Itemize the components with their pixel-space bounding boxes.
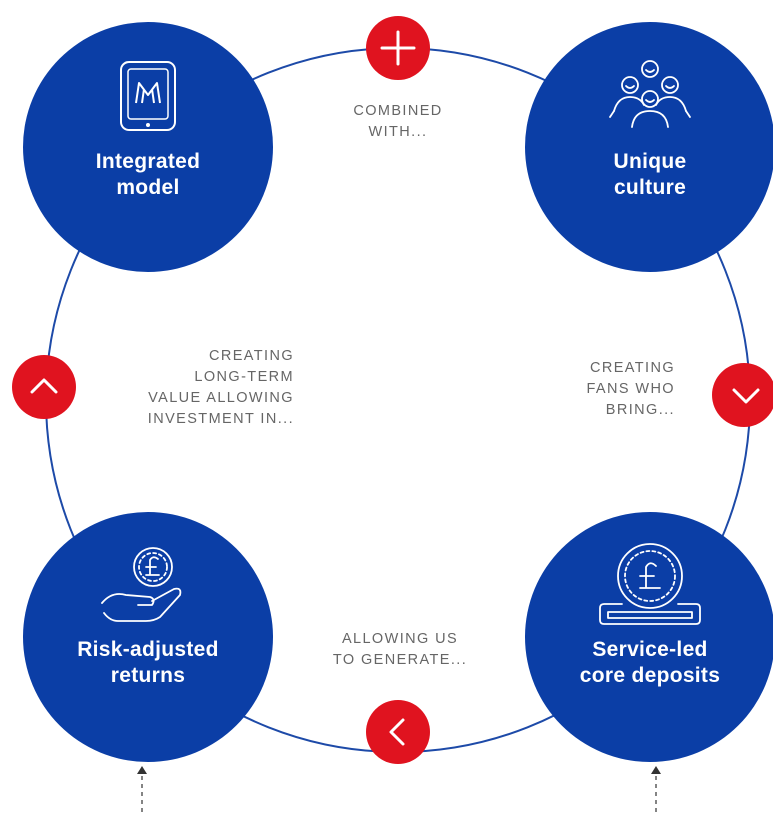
caption-combined-with: COMBINED WITH... bbox=[353, 103, 443, 140]
node-integrated-model: Integrated model bbox=[23, 22, 273, 272]
arrow-up-right-icon bbox=[651, 766, 661, 816]
node-title: Risk-adjusted returns bbox=[77, 638, 219, 687]
tablet-logo-icon bbox=[120, 61, 176, 131]
node-title: Unique culture bbox=[613, 150, 687, 199]
caption-creating-long-term: CREATING LONG-TERM VALUE ALLOWING INVEST… bbox=[147, 348, 294, 427]
node-title: Integrated model bbox=[95, 150, 201, 199]
connector-chevron-up bbox=[12, 355, 76, 419]
node-risk-adjusted-returns: Risk-adjusted returns bbox=[23, 512, 273, 762]
pound-coin-icon bbox=[599, 543, 701, 625]
chevron-up-icon bbox=[30, 378, 58, 394]
node-service-led-core-deposits: Service-led core deposits bbox=[525, 512, 773, 762]
connector-chevron-down bbox=[712, 363, 773, 427]
arrow-up-left-icon bbox=[137, 766, 147, 816]
chevron-left-icon bbox=[389, 718, 405, 746]
people-group-icon bbox=[609, 60, 691, 128]
chevron-down-icon bbox=[732, 388, 760, 404]
plus-icon bbox=[380, 30, 416, 66]
connector-chevron-left bbox=[366, 700, 430, 764]
hand-coin-icon bbox=[101, 547, 182, 622]
connector-plus bbox=[366, 16, 430, 80]
caption-allowing-us: ALLOWING US TO GENERATE... bbox=[332, 631, 468, 668]
node-unique-culture: Unique culture bbox=[525, 22, 773, 272]
node-title: Service-led core deposits bbox=[579, 638, 721, 687]
caption-creating-fans: CREATING FANS WHO BRING... bbox=[586, 360, 675, 418]
